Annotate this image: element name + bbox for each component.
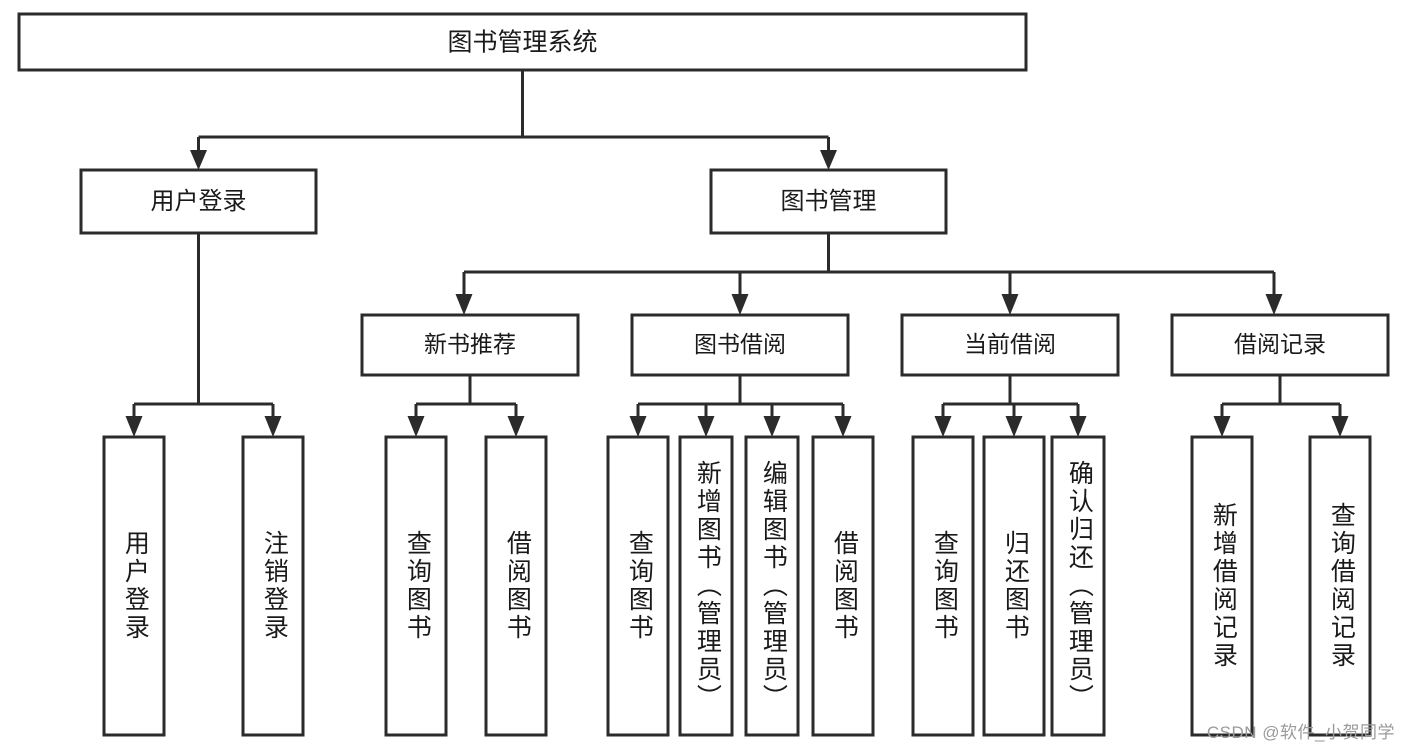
node-book-borrow-box[interactable]: [630, 313, 850, 377]
node-leaf-confirm-return-label: 确认归还（管理员）: [1065, 460, 1094, 712]
arrow-leaf-query-book-3: [934, 416, 952, 437]
node-leaf-query-book-3[interactable]: 查询图书: [911, 435, 975, 737]
node-leaf-query-record-label: 查询借阅记录: [1327, 502, 1356, 670]
node-leaf-confirm-return-box[interactable]: [1050, 435, 1106, 737]
node-book-borrow[interactable]: 图书借阅: [630, 313, 850, 377]
node-leaf-add-record-box[interactable]: [1190, 435, 1254, 737]
node-user-login-box[interactable]: [79, 168, 318, 235]
arrow-leaf-query-book-1: [407, 416, 425, 437]
node-leaf-logout-login-label: 注销登录: [260, 530, 289, 642]
arrow-to-book-borrow: [731, 294, 749, 315]
node-leaf-borrow-book-2[interactable]: 借阅图书: [811, 435, 875, 737]
node-leaf-return-book-box[interactable]: [982, 435, 1046, 737]
arrow-leaf-query-record: [1331, 416, 1349, 437]
node-leaf-borrow-book-1[interactable]: 借阅图书: [484, 435, 548, 737]
node-leaf-query-book-2[interactable]: 查询图书: [606, 435, 670, 737]
node-leaf-add-record[interactable]: 新增借阅记录: [1190, 435, 1254, 737]
node-leaf-query-book-3-box[interactable]: [911, 435, 975, 737]
arrow-to-current-borrow: [1001, 294, 1019, 315]
arrow-leaf-add-record: [1213, 416, 1231, 437]
node-new-book-recommend[interactable]: 新书推荐: [360, 313, 580, 377]
node-root-label: 图书管理系统: [447, 29, 597, 57]
node-new-book-recommend-label: 新书推荐: [424, 331, 516, 357]
node-leaf-confirm-return[interactable]: 确认归还（管理员）: [1050, 435, 1106, 737]
node-leaf-logout-login[interactable]: 注销登录: [241, 435, 305, 737]
arrow-leaf-add-book: [697, 416, 715, 437]
node-leaf-borrow-book-1-box[interactable]: [484, 435, 548, 737]
node-leaf-query-record[interactable]: 查询借阅记录: [1308, 435, 1372, 737]
node-leaf-edit-book-label: 编辑图书（管理员）: [759, 460, 788, 712]
node-root-box[interactable]: [17, 12, 1028, 72]
node-root[interactable]: 图书管理系统: [17, 12, 1028, 72]
node-leaf-user-login[interactable]: 用户登录: [102, 435, 166, 737]
node-borrow-record-label: 借阅记录: [1234, 331, 1326, 357]
node-leaf-query-book-1-label: 查询图书: [403, 530, 432, 642]
node-current-borrow-box[interactable]: [900, 313, 1120, 377]
node-leaf-query-book-1[interactable]: 查询图书: [384, 435, 448, 737]
node-user-login-label: 用户登录: [151, 188, 247, 215]
node-leaf-add-book[interactable]: 新增图书（管理员）: [678, 435, 734, 737]
node-leaf-edit-book-box[interactable]: [744, 435, 800, 737]
arrow-to-user-login: [190, 150, 207, 170]
node-user-login[interactable]: 用户登录: [79, 168, 318, 235]
node-leaf-borrow-book-2-label: 借阅图书: [830, 530, 859, 642]
arrow-leaf-logout-login: [264, 416, 282, 437]
node-leaf-add-book-box[interactable]: [678, 435, 734, 737]
node-leaf-query-record-box[interactable]: [1308, 435, 1372, 737]
node-leaf-query-book-3-label: 查询图书: [930, 530, 959, 642]
connector-layer: [125, 70, 1349, 437]
node-leaf-user-login-label: 用户登录: [121, 530, 150, 642]
arrow-leaf-return-book: [1005, 416, 1023, 437]
node-leaf-borrow-book-1-label: 借阅图书: [503, 530, 532, 642]
arrow-to-new-book: [455, 294, 473, 315]
node-leaf-return-book[interactable]: 归还图书: [982, 435, 1046, 737]
node-leaf-logout-login-box[interactable]: [241, 435, 305, 737]
node-book-manage-label: 图书管理: [781, 188, 877, 215]
node-leaf-query-book-2-label: 查询图书: [625, 530, 654, 642]
arrow-leaf-borrow-book-1: [507, 416, 525, 437]
arrow-to-borrow-record: [1265, 294, 1283, 315]
node-leaf-add-book-label: 新增图书（管理员）: [693, 460, 722, 712]
node-leaf-user-login-box[interactable]: [102, 435, 166, 737]
node-leaf-edit-book[interactable]: 编辑图书（管理员）: [744, 435, 800, 737]
node-leaf-query-book-1-box[interactable]: [384, 435, 448, 737]
arrow-leaf-edit-book: [763, 416, 781, 437]
node-leaf-query-book-2-box[interactable]: [606, 435, 670, 737]
node-borrow-record[interactable]: 借阅记录: [1170, 313, 1390, 377]
node-book-manage-box[interactable]: [709, 168, 948, 235]
node-current-borrow-label: 当前借阅: [964, 331, 1056, 357]
node-borrow-record-box[interactable]: [1170, 313, 1390, 377]
node-new-book-recommend-box[interactable]: [360, 313, 580, 377]
arrow-leaf-confirm-return: [1069, 416, 1087, 437]
arrow-to-book-manage: [820, 150, 837, 170]
node-leaf-borrow-book-2-box[interactable]: [811, 435, 875, 737]
node-leaf-add-record-label: 新增借阅记录: [1209, 502, 1238, 670]
arrow-leaf-user-login: [125, 416, 143, 437]
arrow-leaf-query-book-2: [629, 416, 647, 437]
node-book-borrow-label: 图书借阅: [694, 331, 786, 357]
node-book-manage[interactable]: 图书管理: [709, 168, 948, 235]
node-current-borrow[interactable]: 当前借阅: [900, 313, 1120, 377]
node-leaf-return-book-label: 归还图书: [1001, 530, 1030, 642]
arrow-leaf-borrow-book-2: [834, 416, 852, 437]
